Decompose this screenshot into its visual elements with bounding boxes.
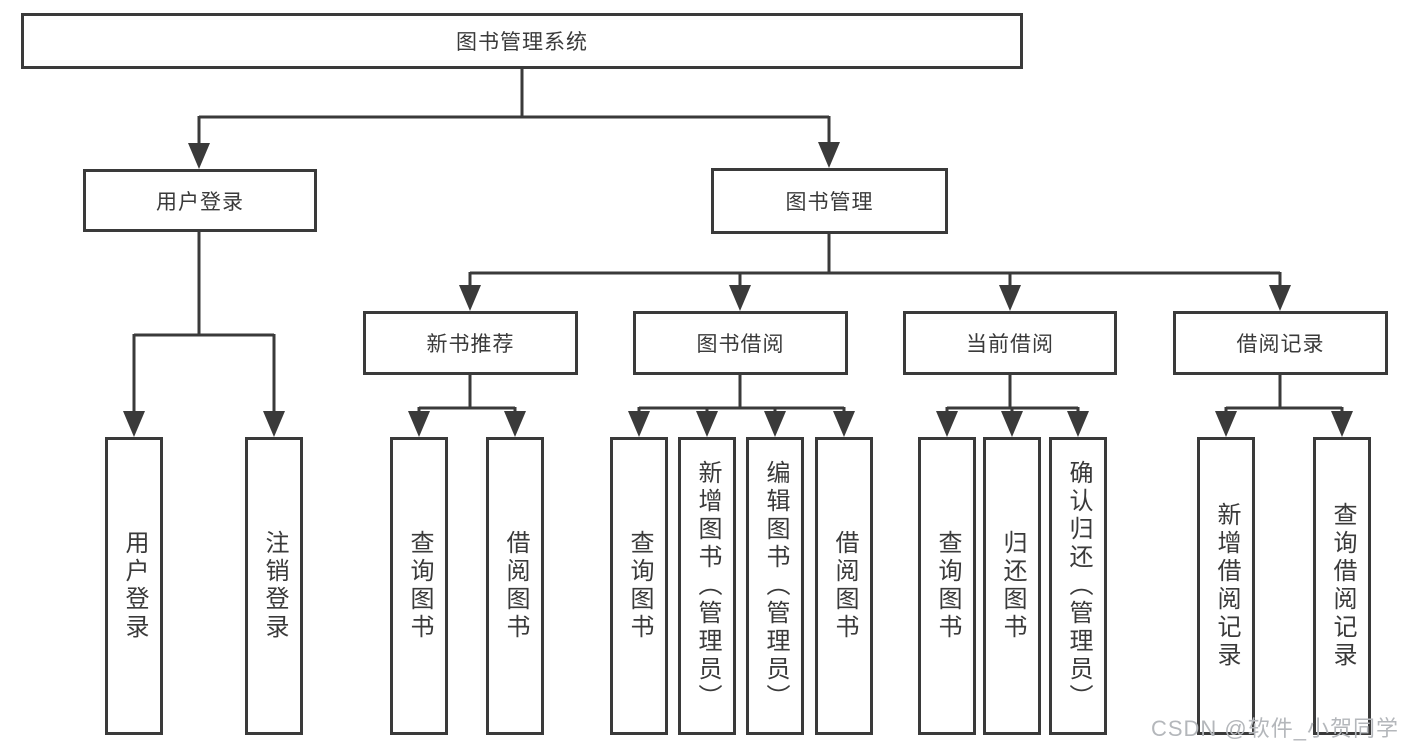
connector-current-to-leaves — [945, 375, 1080, 412]
csdn-watermark: CSDN @软件_小贺同学 — [1150, 716, 1399, 741]
leaf-confirm-return-admin: 确认归还（管理员） — [1049, 437, 1107, 735]
connector-root-to-level2 — [197, 69, 831, 144]
leaf-query-books-borrow: 查询图书 — [610, 437, 668, 735]
leaf-query-borrow-record: 查询借阅记录 — [1313, 437, 1371, 735]
leaf-query-books-current: 查询图书 — [918, 437, 976, 735]
connector-recommend-to-leaves — [417, 375, 517, 412]
connector-user-to-leaves — [132, 232, 276, 412]
arrowheads-recommend-leaves — [408, 411, 526, 437]
node-current-borrowing: 当前借阅 — [903, 311, 1117, 375]
leaf-edit-books-admin: 编辑图书（管理员） — [746, 437, 804, 735]
connector-mgmt-to-level3 — [468, 234, 1282, 286]
node-library-management-system: 图书管理系统 — [21, 13, 1023, 69]
node-book-management: 图书管理 — [711, 168, 948, 234]
arrowheads-level3 — [459, 285, 1291, 311]
arrowheads-current-leaves — [936, 411, 1089, 437]
arrowheads-user-leaves — [123, 411, 285, 437]
leaf-borrow-books: 借阅图书 — [815, 437, 873, 735]
leaf-logout: 注销登录 — [245, 437, 303, 735]
connector-records-to-leaves — [1224, 375, 1344, 412]
arrowheads-level2 — [188, 142, 840, 169]
leaf-add-borrow-record: 新增借阅记录 — [1197, 437, 1255, 735]
arrowheads-records-leaves — [1215, 411, 1353, 437]
node-new-book-recommendation: 新书推荐 — [363, 311, 578, 375]
connector-borrow-to-leaves — [637, 375, 846, 412]
leaf-add-books-admin: 新增图书（管理员） — [678, 437, 736, 735]
leaf-query-books-recommend: 查询图书 — [390, 437, 448, 735]
node-book-borrowing: 图书借阅 — [633, 311, 848, 375]
arrowheads-borrow-leaves — [628, 411, 855, 437]
node-user-login: 用户登录 — [83, 169, 317, 232]
leaf-return-books: 归还图书 — [983, 437, 1041, 735]
leaf-user-login: 用户登录 — [105, 437, 163, 735]
node-borrowing-records: 借阅记录 — [1173, 311, 1388, 375]
leaf-borrow-books-recommend: 借阅图书 — [486, 437, 544, 735]
